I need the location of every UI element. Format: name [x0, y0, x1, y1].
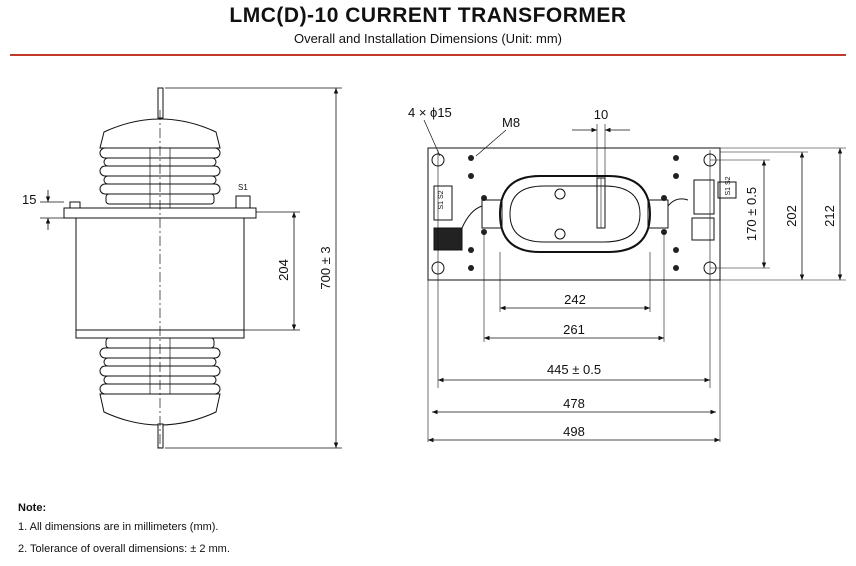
- dim-242: 242: [564, 292, 586, 307]
- bolt-label: M8: [502, 115, 520, 130]
- terminal-label-left: S1 S2: [438, 190, 445, 209]
- base-plate: [427, 147, 721, 281]
- core-window: [498, 175, 652, 253]
- bolt-studs: [468, 155, 679, 271]
- terminal-label-right: S1 S2: [725, 176, 732, 195]
- dim-478: 478: [563, 396, 585, 411]
- front-dim-15: 15: [22, 192, 36, 207]
- note-item-2: 2. Tolerance of overall dimensions: ± 2 …: [18, 543, 230, 555]
- dim-212: 212: [822, 205, 837, 227]
- dim-445: 445 ± 0.5: [547, 362, 601, 377]
- dim-261: 261: [563, 322, 585, 337]
- page-title: LMC(D)-10 CURRENT TRANSFORMER: [229, 4, 627, 27]
- title-divider: [10, 54, 846, 56]
- bottom-rod: [157, 423, 164, 449]
- front-dim-700: 700 ± 3: [318, 246, 333, 289]
- dim-202: 202: [784, 205, 799, 227]
- top-view: [423, 119, 846, 443]
- dim-498: 498: [563, 424, 585, 439]
- dim-170: 170 ± 0.5: [744, 187, 759, 241]
- front-terminal-label: S1: [238, 183, 248, 192]
- terminal-block-right: [693, 179, 715, 215]
- terminal-block-left: [433, 185, 453, 221]
- bottom-insulator: [99, 393, 221, 426]
- page-subtitle: Overall and Installation Dimensions (Uni…: [293, 31, 563, 46]
- front-dim-204: 204: [276, 259, 291, 281]
- notes-heading: Note:: [18, 502, 47, 514]
- holes-label: 4 × ϕ15: [408, 105, 452, 120]
- top-rod: [157, 87, 164, 119]
- front-view: [40, 87, 342, 449]
- note-item-1: 1. All dimensions are in millimeters (mm…: [18, 521, 219, 533]
- dim-slot-10: 10: [594, 107, 608, 122]
